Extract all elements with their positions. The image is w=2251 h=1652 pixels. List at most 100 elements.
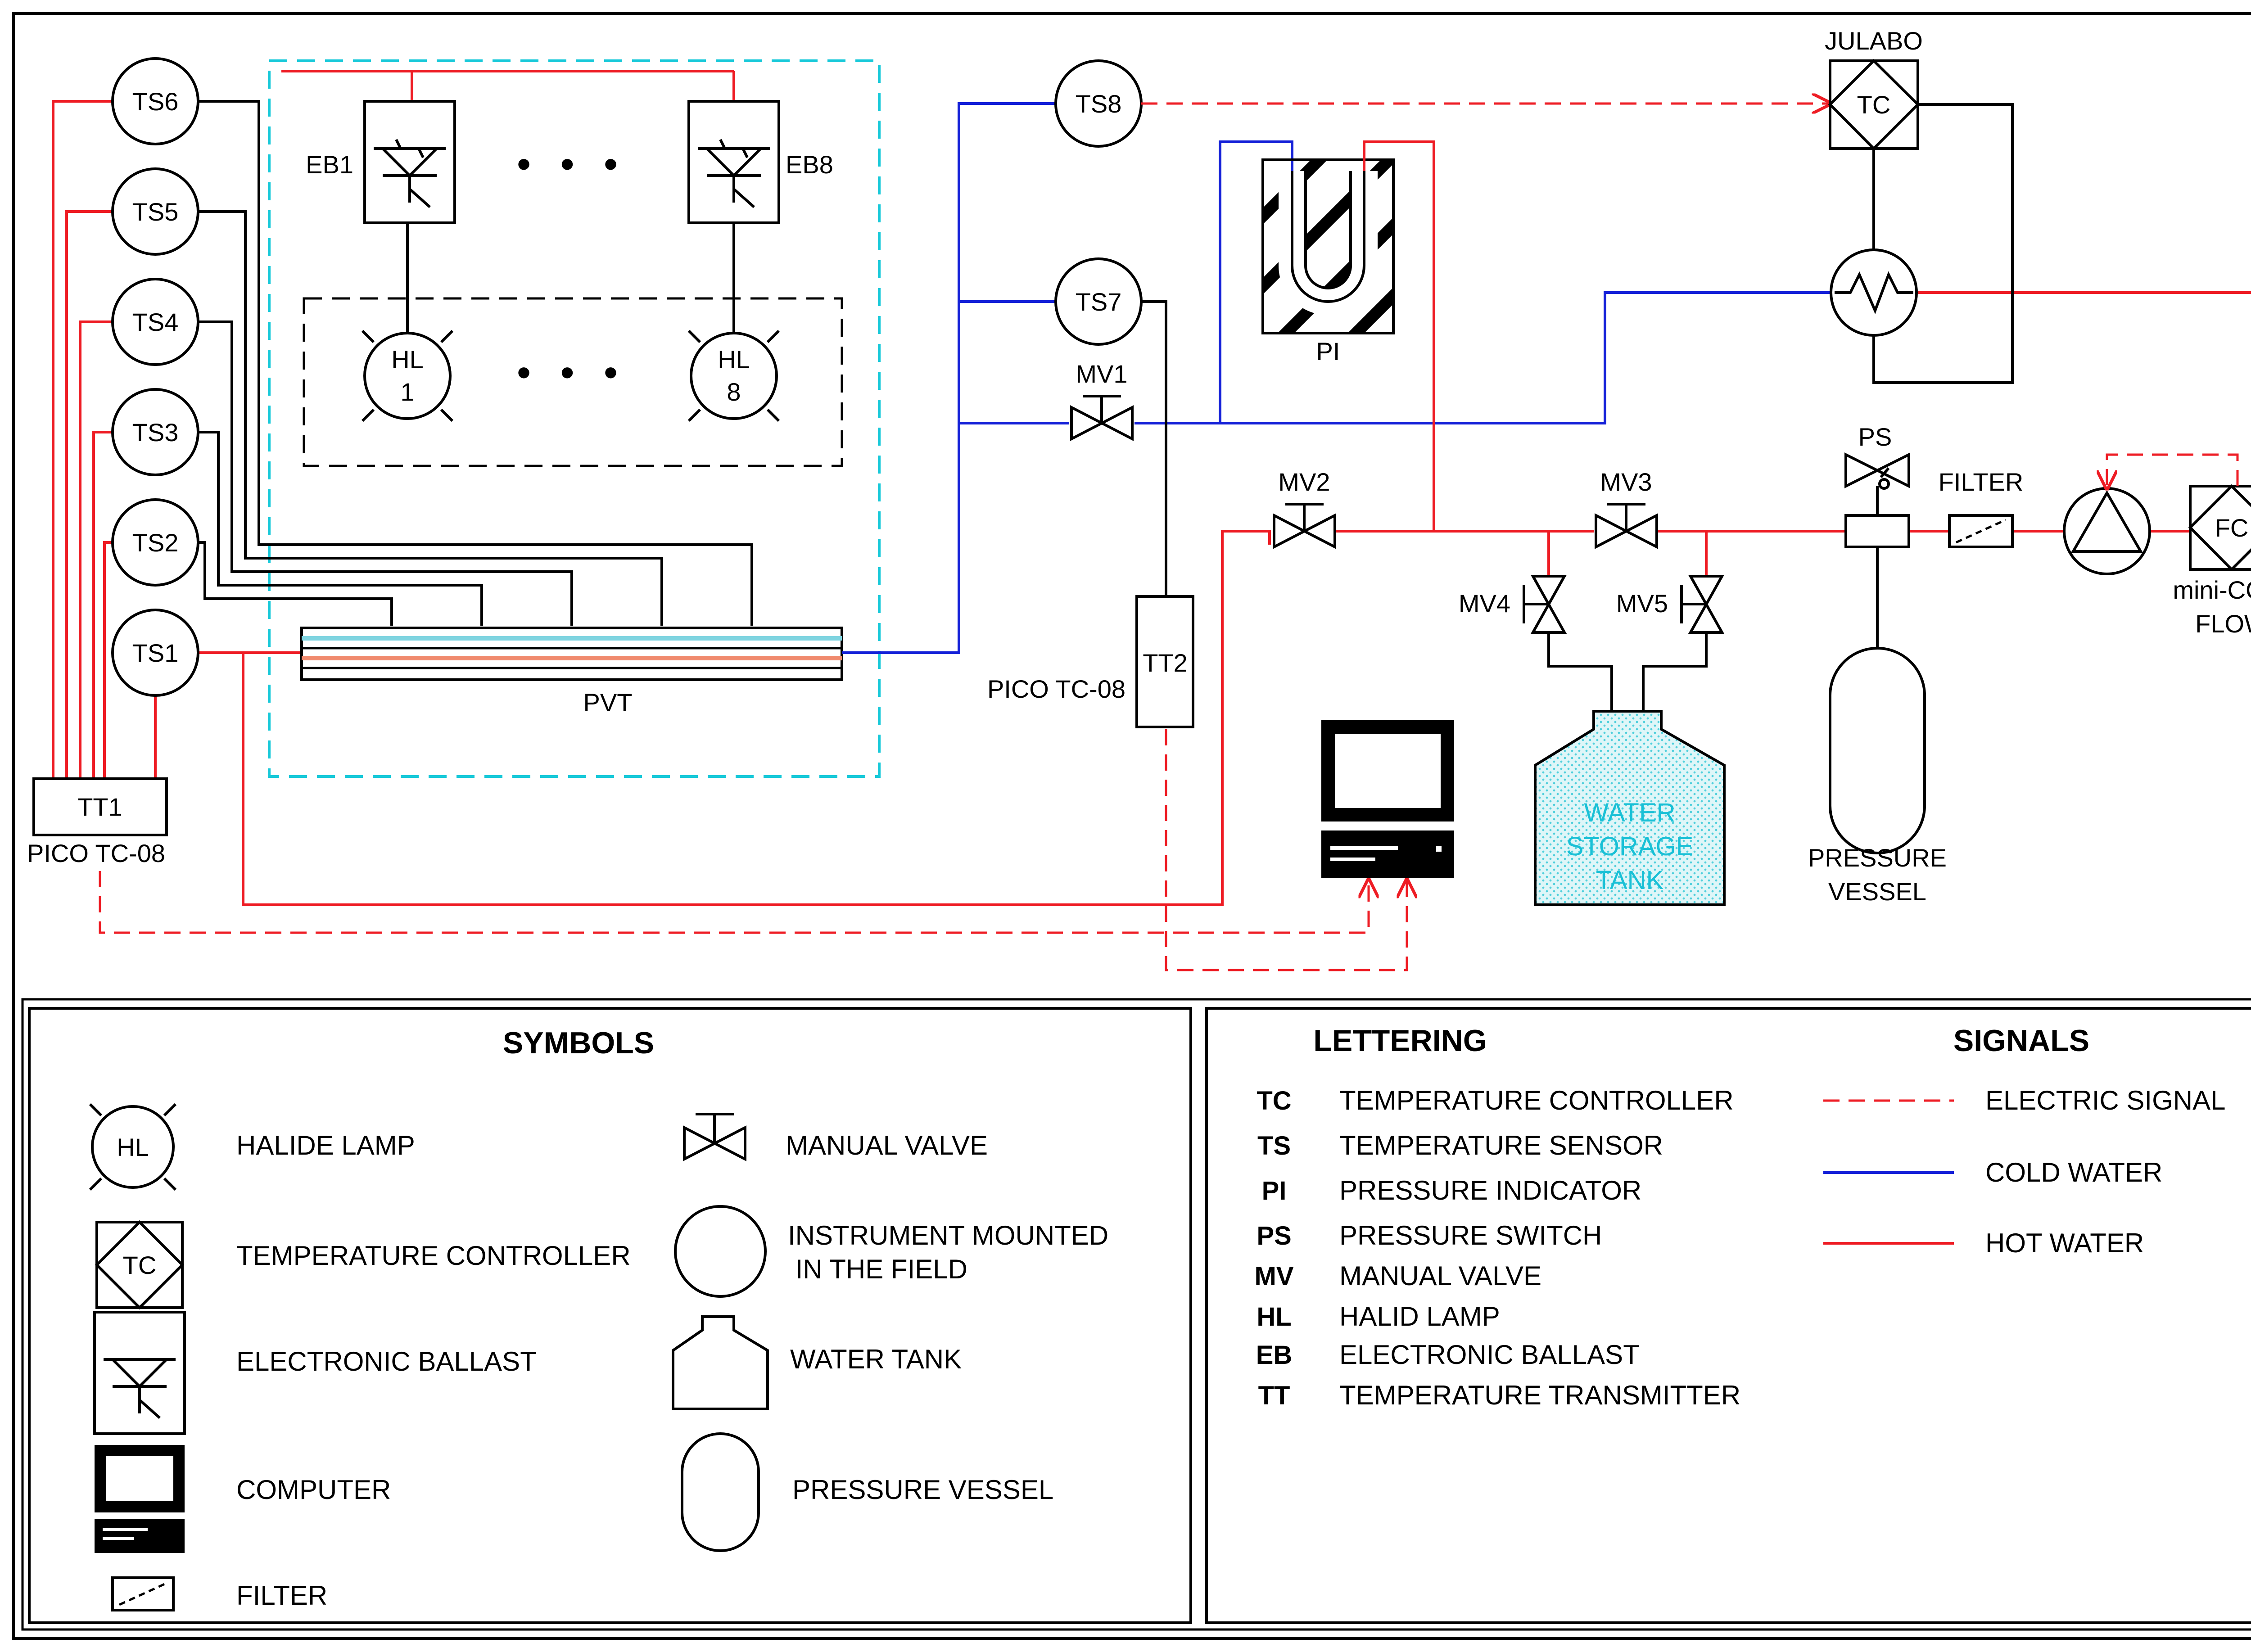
hl1-label-top: HL [391,345,424,374]
legend-instrument-line2: IN THE FIELD [788,1254,967,1284]
legend-pressure-vessel: PRESSURE VESSEL [792,1475,1053,1505]
manual-valve-mv1[interactable]: MV1 [1070,360,1134,441]
ballast-eb8: EB8 [687,100,833,224]
transmitter-tt2: TT2 PICO TC-08 [987,595,1194,728]
svg-text:TEMPERATURE TRANSMITTER: TEMPERATURE TRANSMITTER [1339,1380,1740,1410]
ts4-wire [198,320,573,626]
manual-valve-mv3[interactable]: MV3 [1595,468,1658,549]
legend-filter-symbol [111,1576,175,1611]
tank-label-line3: TANK [1596,866,1664,895]
sensor-ts5: TS5 [111,167,199,256]
svg-text:TC: TC [1257,1086,1291,1115]
julabo-controller: TC JULABO [1825,27,1923,151]
manual-valve-mv4[interactable]: MV4 [1459,575,1567,634]
lamp-group-box [303,297,843,467]
lettering-title: LETTERING [1313,1024,1487,1058]
sensor-ts1: TS1 [111,609,199,697]
fc-label: FC [2215,514,2249,542]
mv1-label: MV1 [1076,360,1127,388]
ts4-signal [79,320,115,779]
legend-temperature-controller: TEMPERATURE CONTROLLER [236,1241,631,1271]
ballast-power-line [281,70,735,101]
legend-tank-symbol [672,1315,769,1410]
ts5-signal [65,210,115,779]
legend-valve-symbol [683,1113,746,1161]
mv2-label: MV2 [1278,468,1330,496]
signals-title: SIGNALS [1953,1024,2089,1058]
eb8-label: EB8 [786,150,833,179]
legend-halide-lamp: HALIDE LAMP [236,1130,415,1160]
ts5-wire [198,210,663,626]
svg-text:HL: HL [1257,1302,1291,1332]
sensor-ts3: TS3 [111,388,199,476]
halide-lamp-1: HL 1 [361,329,454,422]
ts2-wire [198,541,393,626]
sensor-ts2: TS2 [111,498,199,587]
lamp-enclosure [268,59,881,778]
flowmeter-label-line2: FLOW [2195,609,2251,638]
filter-label: FILTER [1939,468,2024,496]
svg-text:TS4: TS4 [132,308,179,336]
mv4-label: MV4 [1459,589,1510,618]
transmitter-tt1: TT1 PICO TC-08 [27,777,168,867]
svg-text:TS3: TS3 [132,418,179,447]
sensor-ts4: TS4 [111,278,199,366]
sensor-ts8: TS8 [1054,59,1143,148]
ts6-signal [52,100,115,779]
tank-label-line1: WATER [1584,798,1676,827]
svg-text:TT1: TT1 [77,793,122,821]
svg-text:TS8: TS8 [1076,90,1122,118]
manual-valve-mv2[interactable]: MV2 [1273,468,1336,549]
outer-frame [12,12,2251,1640]
symbols-panel [28,1007,1192,1624]
vessel-label-line2: VESSEL [1828,877,1926,906]
pico-left-label: PICO TC-08 [27,839,165,867]
legend-computer-symbol [95,1445,185,1553]
svg-text:TS2: TS2 [132,528,179,557]
legend-electronic-ballast: ELECTRONIC BALLAST [236,1346,537,1377]
hl1-label-bottom: 1 [400,378,414,406]
svg-text:PI: PI [1262,1176,1287,1205]
eb1-label: EB1 [306,150,353,179]
tank-pipes [1547,632,1708,711]
lettering-panel [1205,1007,2251,1624]
pi-label: PI [1316,337,1340,366]
ts6-wire [198,100,753,626]
legend-manual-valve: MANUAL VALVE [786,1130,988,1160]
pvt-label: PVT [583,688,633,717]
svg-text:TS7: TS7 [1076,288,1122,316]
svg-text:TS1: TS1 [132,639,179,667]
legend-filter: FILTER [236,1580,327,1611]
tt1-signal-line [99,871,1369,934]
svg-text:TT: TT [1258,1381,1290,1410]
svg-text:MV: MV [1255,1262,1294,1291]
julabo-label: JULABO [1825,27,1923,55]
tc-label: TC [1857,90,1891,119]
svg-text:TEMPERATURE SENSOR: TEMPERATURE SENSOR [1339,1130,1663,1160]
tt2-signal-line [1165,729,1407,971]
legend-cold-water: COLD WATER [1985,1157,2162,1187]
pi-cold-tap [1219,140,1293,423]
ballast-eb1: EB1 [306,100,456,224]
sensor-ts6: TS6 [111,57,199,145]
pump [2063,487,2151,575]
svg-text:EB: EB [1256,1341,1293,1370]
ballast-lamp-wires [406,223,735,333]
vessel-label-line1: PRESSURE [1808,844,1947,872]
svg-text:HALID LAMP: HALID LAMP [1339,1301,1500,1332]
svg-text:TT2: TT2 [1143,649,1188,677]
legend-halide-lamp-symbol: HL [89,1103,177,1191]
manual-valve-mv5[interactable]: MV5 [1616,575,1725,634]
filter: FILTER [1939,468,2024,548]
legend-water-tank: WATER TANK [790,1344,962,1374]
legend-electric-signal: ELECTRIC SIGNAL [1985,1085,2225,1115]
pvt-collector: PVT [300,627,843,717]
svg-text:HL: HL [117,1133,149,1161]
pressure-switch-ps[interactable]: PS [1844,423,1910,548]
computer [1321,720,1454,878]
pressure-vessel: PRESSURE VESSEL [1808,647,1947,906]
svg-text:PRESSURE INDICATOR: PRESSURE INDICATOR [1339,1175,1641,1205]
symbols-title: SYMBOLS [503,1026,654,1060]
legend-frame [21,998,2251,1631]
